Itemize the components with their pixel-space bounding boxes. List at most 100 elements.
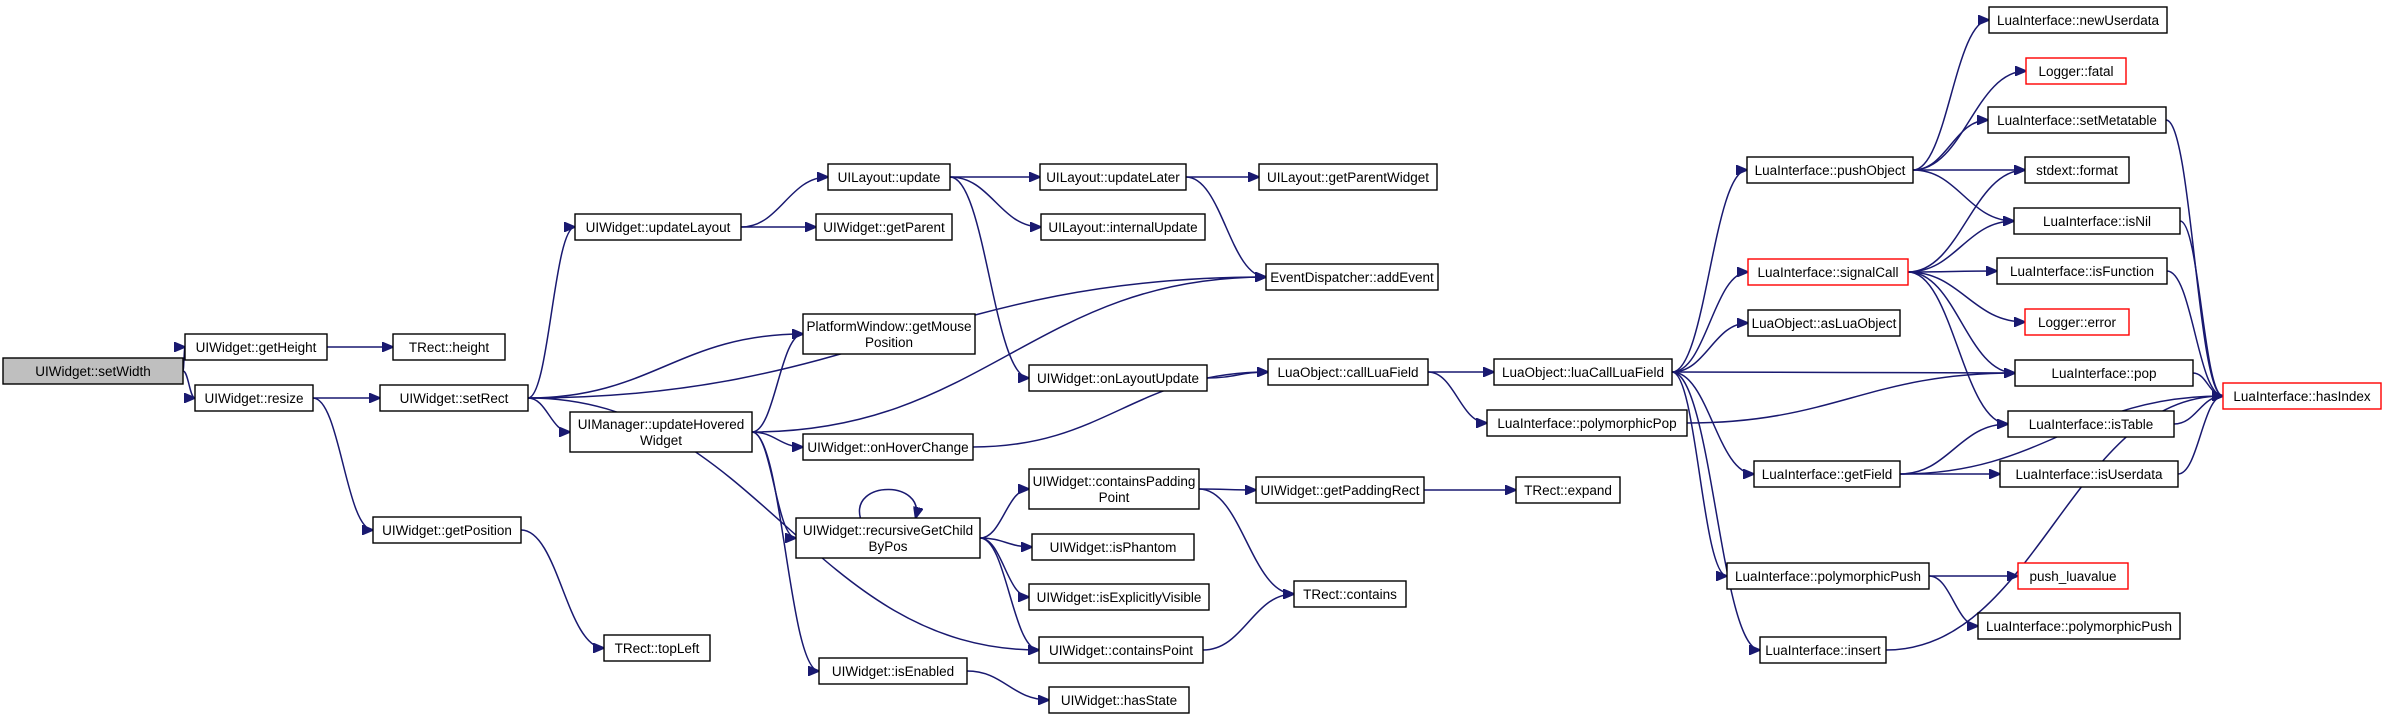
function-node[interactable]: LuaInterface::polymorphicPush: [1726, 562, 1930, 590]
root-function-node[interactable]: UIWidget::setWidth: [2, 357, 184, 385]
node-box: [569, 411, 753, 453]
call-edge: [751, 431, 796, 538]
function-node[interactable]: UIWidget::resize: [194, 384, 314, 412]
function-node[interactable]: UIWidget::hasState: [1048, 686, 1190, 714]
call-edge: [1686, 373, 2015, 424]
node-box: [1039, 163, 1187, 191]
function-node[interactable]: LuaInterface::isNil: [2013, 207, 2181, 235]
function-node[interactable]: UIWidget::updateLayout: [574, 213, 742, 241]
function-node[interactable]: UIWidget::isPhantom: [1031, 533, 1195, 561]
function-node[interactable]: LuaInterface::newUserdata: [1988, 6, 2168, 34]
call-edge: [1899, 424, 2008, 475]
node-box: [2024, 156, 2130, 184]
node-box: [1267, 358, 1429, 386]
node-box: [1265, 263, 1439, 291]
function-node[interactable]: UILayout::update: [827, 163, 951, 191]
node-label: ByPos: [868, 539, 907, 554]
node-box: [1028, 583, 1210, 611]
call-edge: [1427, 371, 1487, 423]
function-node[interactable]: LuaInterface::isFunction: [1996, 257, 2168, 285]
call-edge: [751, 334, 803, 433]
node-box: [194, 384, 314, 412]
function-node[interactable]: EventDispatcher::addEvent: [1265, 263, 1439, 291]
node-label: stdext::format: [2036, 163, 2118, 178]
function-node[interactable]: UIWidget::setRect: [379, 384, 529, 412]
function-node[interactable]: Logger::fatal: [2025, 57, 2127, 85]
function-node[interactable]: TRect::topLeft: [603, 634, 711, 662]
node-label: PlatformWindow::getMouse: [806, 319, 971, 334]
function-node[interactable]: LuaInterface::hasIndex: [2222, 382, 2382, 410]
function-node[interactable]: LuaObject::callLuaField: [1267, 358, 1429, 386]
function-node[interactable]: TRect::height: [392, 333, 506, 361]
function-node[interactable]: UILayout::internalUpdate: [1040, 213, 1206, 241]
function-node[interactable]: LuaObject::luaCallLuaField: [1493, 358, 1673, 386]
node-box: [2024, 308, 2130, 336]
function-node[interactable]: push_luavalue: [2017, 562, 2129, 590]
node-box: [1028, 468, 1200, 510]
node-label: TRect::topLeft: [615, 641, 700, 656]
call-edge: [1912, 120, 1988, 171]
edge-layer: [183, 20, 2223, 700]
node-box: [802, 313, 976, 355]
function-node[interactable]: TRect::expand: [1515, 476, 1621, 504]
node-label: LuaInterface::getField: [1762, 467, 1893, 482]
node-box: [1746, 156, 1914, 184]
node-box: [2222, 382, 2382, 410]
call-edge: [1671, 272, 1748, 373]
call-edge: [979, 537, 1039, 650]
function-node[interactable]: UIWidget::getPosition: [372, 516, 522, 544]
node-label: LuaInterface::signalCall: [1757, 265, 1898, 280]
function-node[interactable]: LuaInterface::isUserdata: [1999, 460, 2179, 488]
function-node[interactable]: LuaInterface::isTable: [2007, 410, 2175, 438]
function-node[interactable]: UIWidget::getHeight: [184, 333, 328, 361]
function-node[interactable]: LuaInterface::polymorphicPop: [1486, 409, 1688, 437]
call-edge: [979, 489, 1029, 539]
function-node[interactable]: LuaObject::asLuaObject: [1747, 309, 1901, 337]
node-box: [1987, 106, 2167, 134]
node-box: [1048, 686, 1190, 714]
function-node[interactable]: Logger::error: [2024, 308, 2130, 336]
function-node[interactable]: UILayout::getParentWidget: [1258, 163, 1438, 191]
function-node[interactable]: UIWidget::isExplicitlyVisible: [1028, 583, 1210, 611]
function-node[interactable]: LuaInterface::polymorphicPush: [1977, 612, 2181, 640]
function-node[interactable]: TRect::contains: [1293, 580, 1407, 608]
node-label: UIWidget::isExplicitlyVisible: [1037, 590, 1202, 605]
function-node[interactable]: LuaInterface::pop: [2014, 359, 2194, 387]
call-edge: [1671, 170, 1747, 373]
node-box: [184, 333, 328, 361]
function-node[interactable]: UIWidget::getParent: [815, 213, 953, 241]
function-node[interactable]: LuaInterface::insert: [1759, 636, 1887, 664]
call-edge: [949, 176, 1041, 227]
function-node[interactable]: UIWidget::onHoverChange: [802, 433, 974, 461]
node-box: [1258, 163, 1438, 191]
function-node[interactable]: UIWidget::getPaddingRect: [1255, 476, 1425, 504]
node-label: UIWidget::hasState: [1061, 693, 1177, 708]
node-box: [815, 213, 953, 241]
node-box: [795, 517, 981, 559]
function-node[interactable]: stdext::format: [2024, 156, 2130, 184]
node-label: UIWidget::getPaddingRect: [1260, 483, 1419, 498]
node-label: UIWidget::setWidth: [35, 364, 151, 379]
function-node[interactable]: UIWidget::containsPoint: [1038, 636, 1204, 664]
node-label: TRect::expand: [1524, 483, 1612, 498]
node-box: [1747, 309, 1901, 337]
function-node[interactable]: LuaInterface::getField: [1753, 460, 1901, 488]
function-node[interactable]: LuaInterface::setMetatable: [1987, 106, 2167, 134]
node-box: [818, 657, 968, 685]
node-label: Logger::fatal: [2038, 64, 2113, 79]
function-node[interactable]: LuaInterface::signalCall: [1747, 258, 1909, 286]
node-label: LuaInterface::polymorphicPush: [1986, 619, 2172, 634]
function-node[interactable]: UIWidget::onLayoutUpdate: [1028, 364, 1208, 392]
function-node[interactable]: UILayout::updateLater: [1039, 163, 1187, 191]
node-label: UIWidget::getHeight: [196, 340, 317, 355]
node-label: LuaInterface::insert: [1765, 643, 1881, 658]
call-edge: [1671, 371, 1760, 650]
call-edge: [1671, 323, 1748, 373]
function-node[interactable]: UIWidget::isEnabled: [818, 657, 968, 685]
call-edge: [1907, 271, 2008, 424]
function-node[interactable]: LuaInterface::pushObject: [1746, 156, 1914, 184]
